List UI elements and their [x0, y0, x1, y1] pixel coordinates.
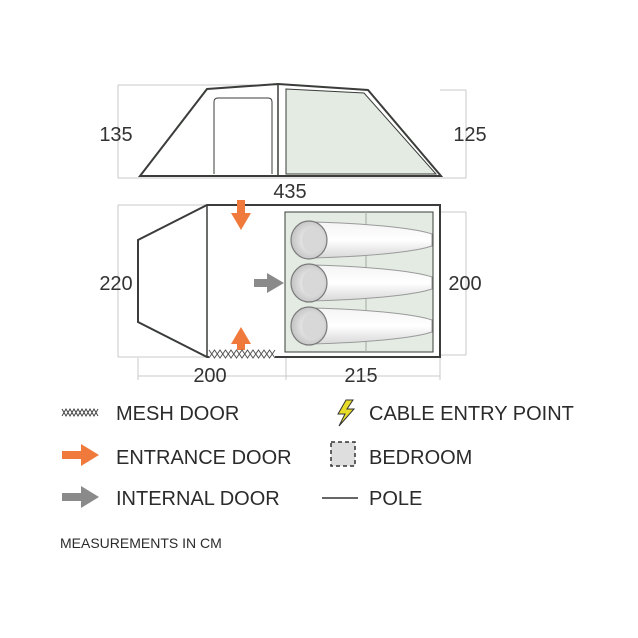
legend-entrance-door-icon — [62, 444, 99, 466]
dimension-bedroom-length: 215 — [344, 365, 377, 387]
legend-internal-door-icon — [62, 486, 99, 508]
dimension-left-height: 135 — [99, 124, 132, 146]
elevation-door-outline — [213, 97, 273, 174]
legend-entrance-door-label: ENTRANCE DOOR — [116, 447, 292, 469]
dimension-porch-length: 200 — [193, 365, 226, 387]
dimension-right-height: 125 — [453, 124, 486, 146]
lightning-bolt-icon — [337, 399, 356, 427]
legend-mesh-door-label: MESH DOOR — [116, 403, 239, 425]
side-elevation: 135 125 435 — [99, 82, 487, 203]
sleeping-bag — [290, 263, 433, 303]
legend-bedroom-icon — [330, 441, 356, 467]
dimension-bedroom-width: 200 — [448, 273, 481, 295]
measurement-note: MEASUREMENTS IN CM — [60, 535, 222, 551]
legend-mesh-door-icon — [61, 407, 99, 418]
sleeping-bag — [290, 306, 433, 346]
sleeping-bag — [290, 220, 433, 260]
legend-pole-label: POLE — [369, 488, 422, 510]
entrance-door-arrow-top — [231, 200, 251, 230]
legend-cable-entry-label: CABLE ENTRY POINT — [369, 403, 574, 425]
legend-bedroom-label: BEDROOM — [369, 447, 472, 469]
floorplan-guide-lines — [117, 204, 467, 380]
dimension-floor-width: 220 — [99, 273, 132, 295]
floor-plan: 220 200 200 215 — [99, 200, 482, 387]
legend: MESH DOOR ENTRANCE DOOR INTERNAL DOOR CA… — [61, 399, 574, 510]
mesh-door — [208, 349, 276, 359]
dimension-total-length: 435 — [273, 181, 306, 203]
elevation-bedroom-panel — [285, 88, 438, 175]
internal-door-arrow — [254, 273, 284, 293]
legend-internal-door-label: INTERNAL DOOR — [116, 488, 280, 510]
